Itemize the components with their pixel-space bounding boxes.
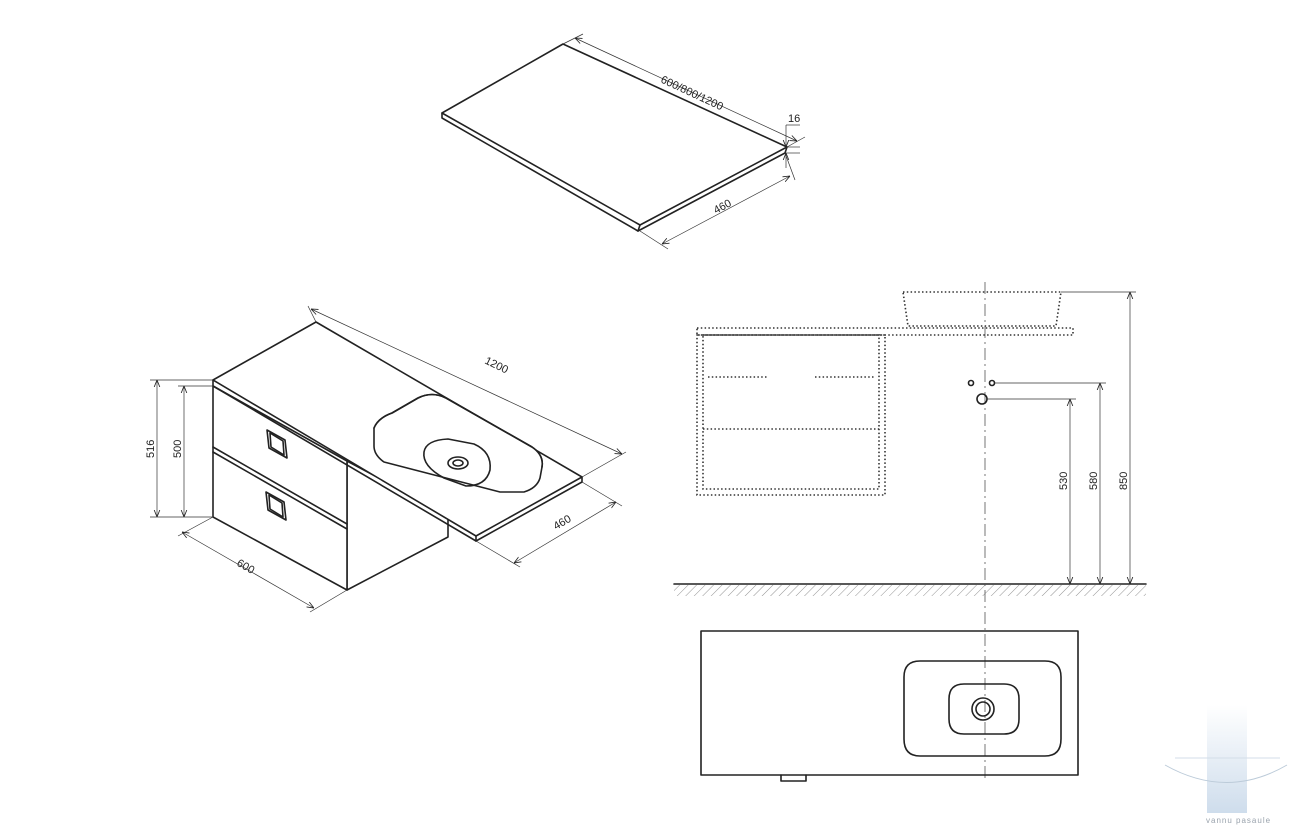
front-elevation-drawing: 530 580 850	[673, 282, 1147, 780]
watermark-logo: vannu pasaule	[1164, 705, 1288, 825]
worktop-plate-drawing: 600/800/1200 16 460	[441, 33, 806, 250]
plan-view-drawing	[700, 630, 1079, 782]
top-thickness-dim: 16	[788, 113, 800, 125]
iso-width-dim: 600	[235, 557, 257, 577]
top-depth-dim: 460	[712, 197, 734, 216]
elev-outlet-high-dim: 580	[1088, 472, 1100, 490]
cabinet-isometric-drawing: 1200 460 600 516 500	[145, 305, 627, 613]
floor-hatch	[674, 585, 1146, 596]
drawer-handle-lower	[265, 491, 287, 521]
iso-height-total-dim: 516	[145, 440, 157, 458]
drawer-handle-upper	[266, 429, 288, 459]
plan-handle	[780, 774, 807, 782]
iso-height-body-dim: 500	[172, 440, 184, 458]
watermark-text: vannu pasaule	[1206, 816, 1271, 825]
elev-outlet-low-dim: 530	[1058, 472, 1070, 490]
elev-total-dim: 850	[1118, 472, 1130, 490]
iso-length-dim: 1200	[483, 355, 510, 377]
